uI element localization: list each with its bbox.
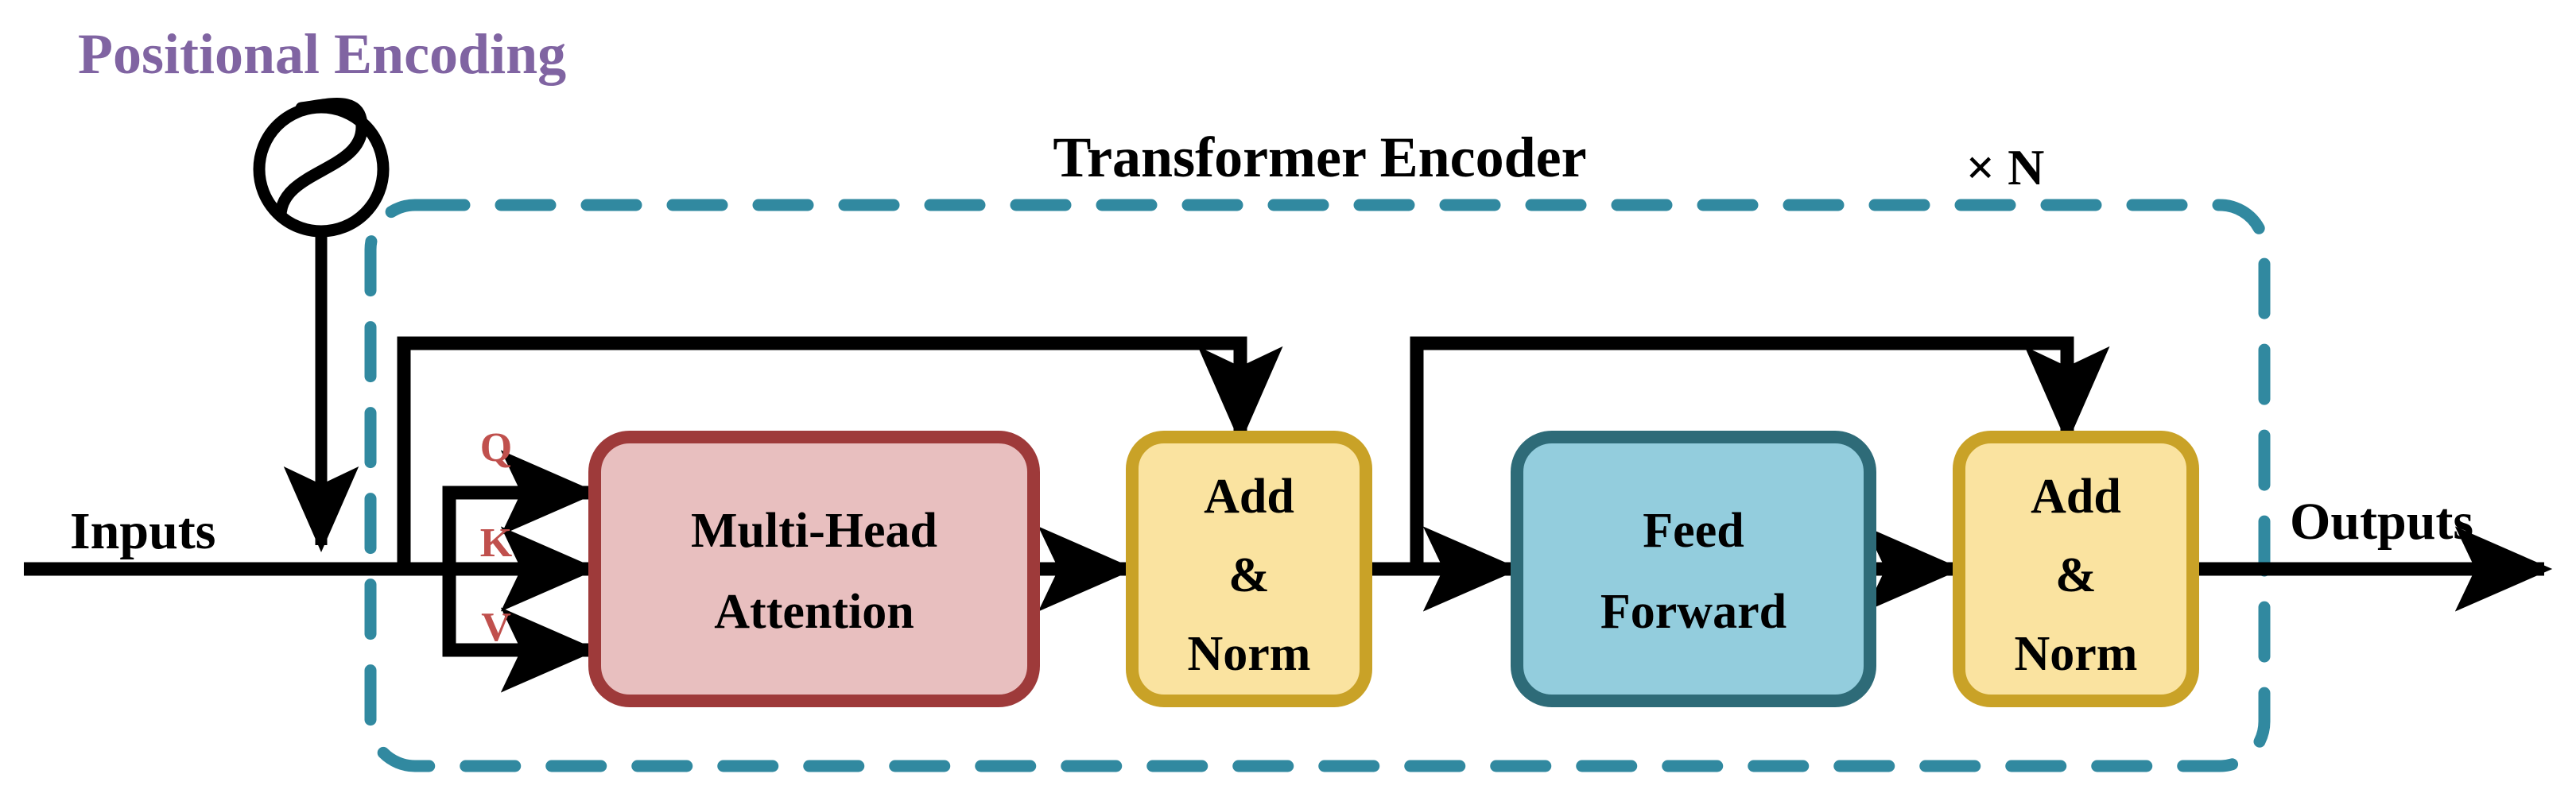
input-label: Inputs (70, 502, 215, 560)
block-label-line: & (2055, 548, 2097, 602)
output-label: Outputs (2290, 493, 2473, 551)
value-branch (442, 569, 599, 693)
positional-encoding-icon (253, 98, 390, 238)
value-label: V (481, 605, 511, 650)
block-multi-head-attention[interactable]: Multi-Head Attention (588, 431, 1040, 707)
block-label-line: Add (1204, 470, 1294, 524)
positional-encoding-label: Positional Encoding (78, 22, 566, 86)
block-label-line: Multi-Head (691, 504, 937, 558)
query-label: Q (480, 425, 512, 470)
block-label-line: Norm (1188, 627, 1311, 681)
block-label-line: Forward (1600, 585, 1787, 639)
block-label-line: Add (2031, 470, 2121, 524)
block-label-line: Feed (1643, 504, 1744, 558)
block-label-line: & (1228, 548, 1270, 602)
repeat-count-label: × N (1966, 139, 2045, 195)
residual-connection-2 (1410, 336, 2110, 569)
block-label-line: Attention (714, 585, 914, 639)
block-add-norm-2[interactable]: Add & Norm (1953, 431, 2199, 707)
residual-connection-1 (397, 336, 1283, 569)
block-add-norm-1[interactable]: Add & Norm (1126, 431, 1372, 707)
page-title: Transformer Encoder (1053, 126, 1586, 189)
query-branch (442, 450, 599, 569)
block-label-line: Norm (2015, 627, 2138, 681)
block-feed-forward[interactable]: Feed Forward (1511, 431, 1876, 707)
encoder-boundary (364, 199, 2271, 772)
key-label: K (480, 520, 513, 566)
